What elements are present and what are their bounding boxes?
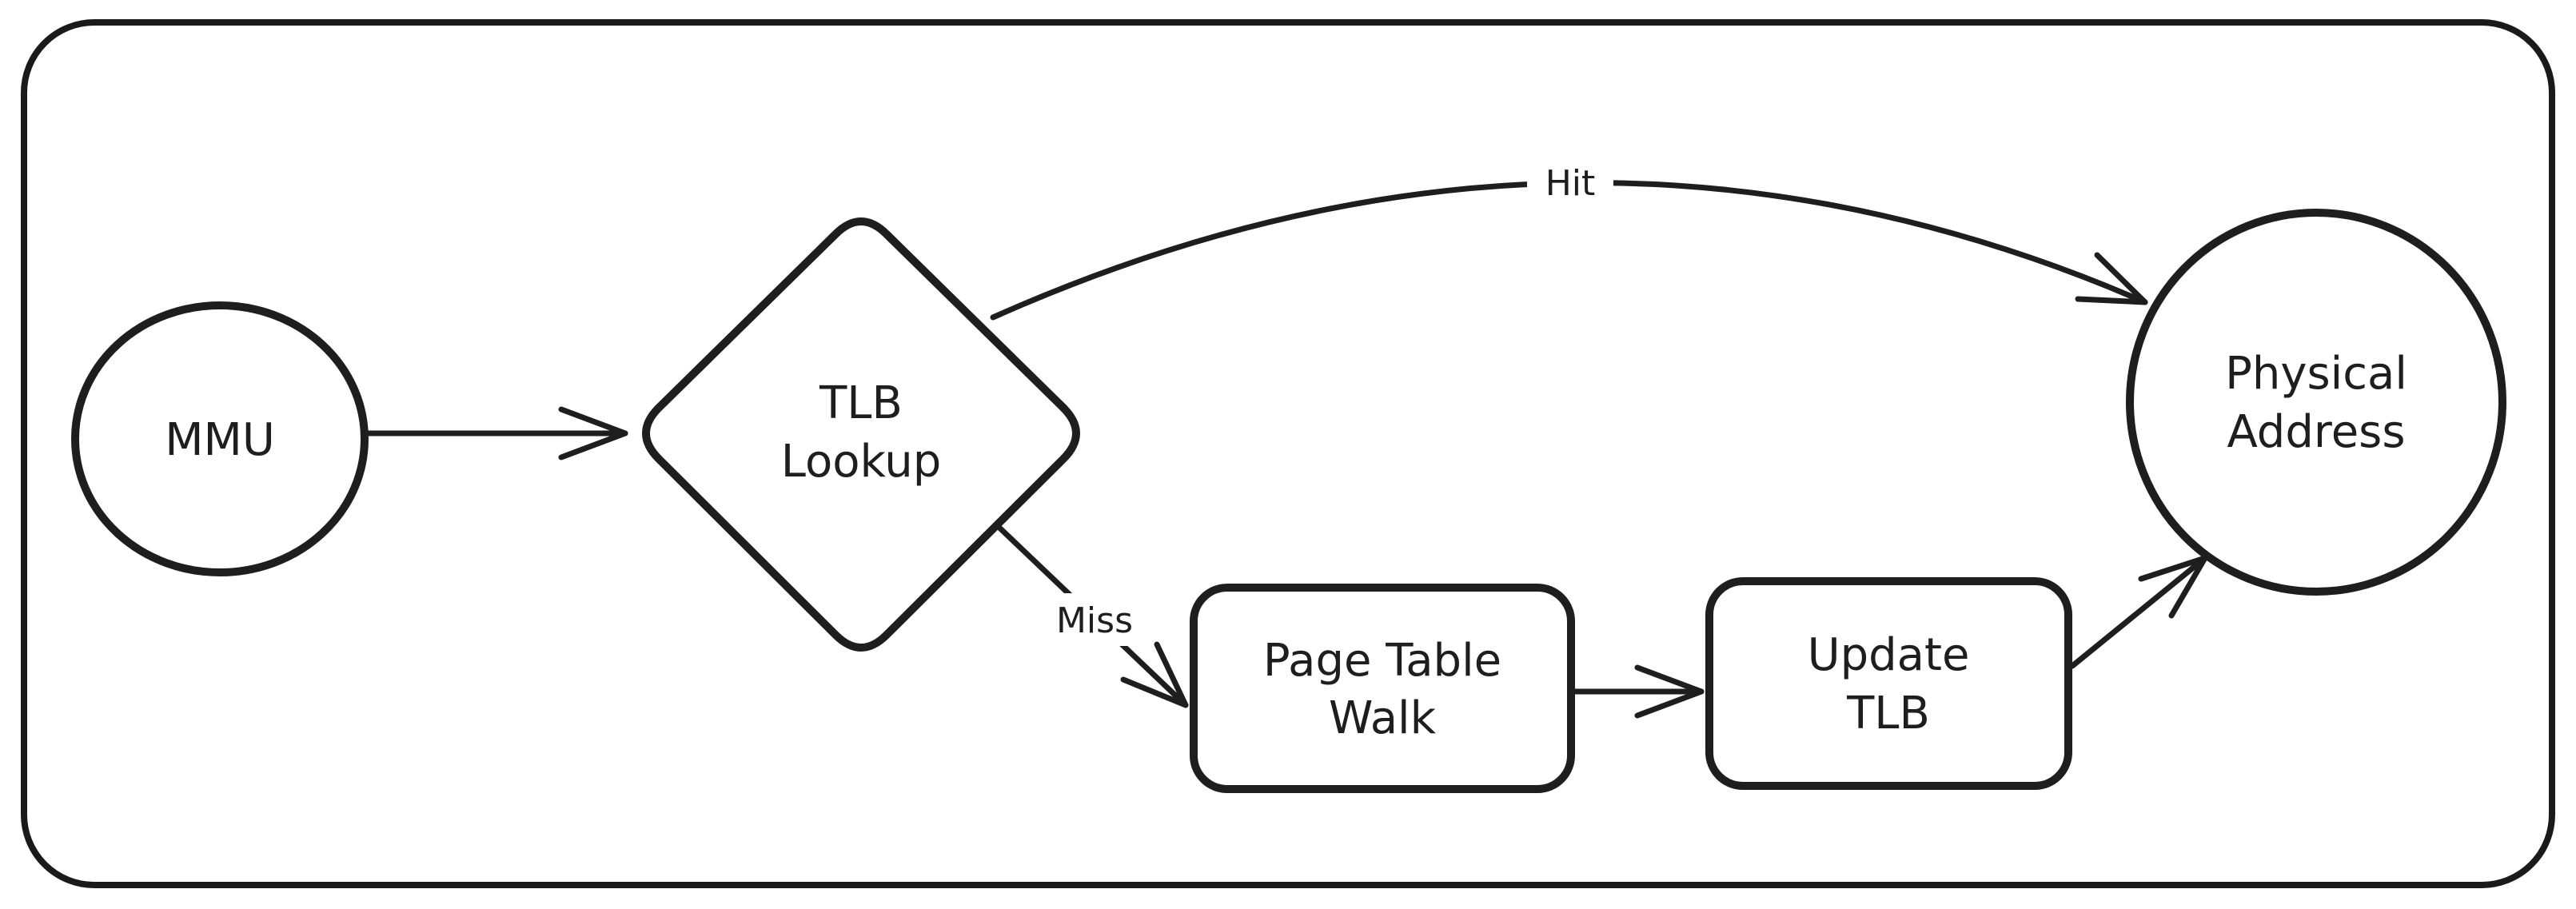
node-mmu[interactable]: MMU bbox=[71, 301, 369, 576]
page-table-walk-box[interactable] bbox=[1190, 584, 1575, 793]
arrowhead-icon bbox=[558, 406, 628, 460]
edge-label-miss: Miss bbox=[1056, 600, 1133, 641]
node-label-tlb-line1: TLB bbox=[819, 377, 903, 429]
node-label-ptw-line1: Page Table bbox=[1263, 635, 1501, 687]
arrowhead-icon bbox=[1634, 664, 1705, 719]
node-label-utlb-line2: TLB bbox=[1846, 688, 1930, 740]
node-label-utlb-line1: Update bbox=[1808, 629, 1970, 681]
hit-label-background bbox=[1527, 157, 1613, 206]
tlb-lookup-diamond[interactable] bbox=[642, 217, 1080, 652]
arrowhead-icon bbox=[1120, 641, 1189, 708]
mmu-circle[interactable] bbox=[71, 301, 369, 576]
node-label-pa-line2: Address bbox=[2227, 406, 2405, 458]
node-label-ptw-line2: Walk bbox=[1329, 692, 1437, 744]
outer-frame bbox=[21, 19, 2555, 888]
miss-label-background bbox=[1043, 593, 1146, 646]
node-physical-address[interactable]: Physical Address bbox=[2126, 209, 2506, 596]
node-page-table-walk[interactable]: Page Table Walk bbox=[1190, 584, 1575, 793]
arrowhead-icon bbox=[2075, 252, 2148, 305]
node-tlb-lookup[interactable]: TLB Lookup bbox=[642, 217, 1080, 652]
edge-update-tlb-to-physical-address[interactable] bbox=[2069, 555, 2208, 669]
physical-address-circle[interactable] bbox=[2126, 209, 2506, 596]
edge-mmu-to-tlb-lookup[interactable] bbox=[363, 406, 628, 460]
update-tlb-box[interactable] bbox=[1705, 577, 2072, 790]
node-label-pa-line1: Physical bbox=[2225, 348, 2407, 400]
node-update-tlb[interactable]: Update TLB bbox=[1705, 577, 2072, 790]
node-label-mmu: MMU bbox=[165, 414, 275, 466]
edge-page-table-walk-to-update-tlb[interactable] bbox=[1569, 664, 1705, 719]
edge-label-hit: Hit bbox=[1545, 163, 1596, 204]
edge-tlb-miss-to-page-table-walk[interactable]: Miss bbox=[996, 524, 1189, 708]
node-label-tlb-line2: Lookup bbox=[781, 436, 941, 488]
edge-tlb-hit-to-physical-address[interactable]: Hit bbox=[990, 157, 2148, 321]
